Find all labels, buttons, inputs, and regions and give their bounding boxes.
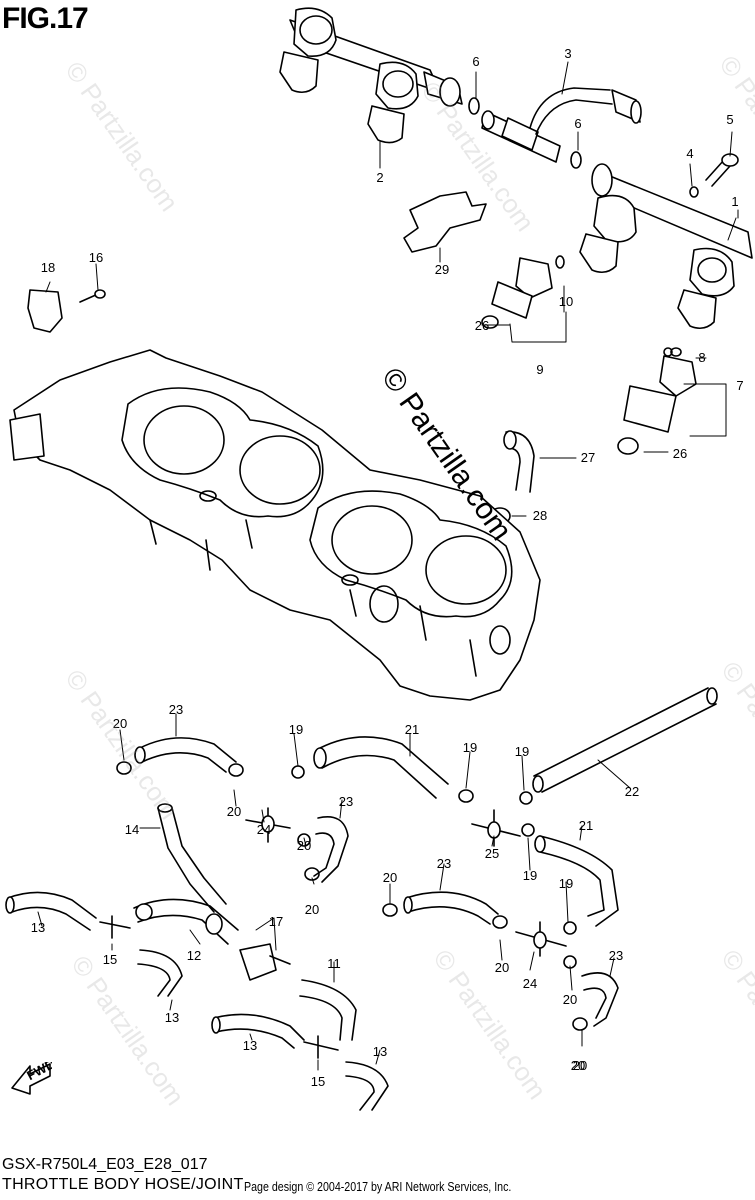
callout-27: 27 (581, 450, 595, 465)
callout-13: 13 (165, 1010, 179, 1025)
callout-23: 23 (609, 948, 623, 963)
o-ring-6-lower[interactable] (570, 151, 582, 169)
screw-16[interactable] (79, 289, 106, 303)
callout-20: 20 (563, 992, 577, 1007)
callout-8: 8 (698, 350, 705, 365)
hose-13-mid[interactable] (137, 949, 183, 997)
fuel-hose-3[interactable] (529, 87, 642, 135)
callout-19: 19 (559, 876, 573, 891)
joint-15-upper[interactable] (99, 915, 131, 939)
callout-18: 18 (41, 260, 55, 275)
callout-22: 22 (625, 784, 639, 799)
callout-19: 19 (515, 744, 529, 759)
callout-20: 20 (113, 716, 127, 731)
callout-15: 15 (103, 952, 117, 967)
bolt-5[interactable] (705, 153, 739, 187)
callout-10: 10 (559, 294, 573, 309)
hose-14[interactable] (157, 803, 227, 913)
callout-7: 7 (736, 378, 743, 393)
throttle-body[interactable] (9, 349, 541, 701)
callout-2: 2 (376, 170, 383, 185)
joint-25[interactable] (471, 809, 521, 847)
hose-23-right[interactable] (403, 891, 499, 925)
callout-17: 17 (269, 914, 283, 929)
hose-27[interactable] (503, 430, 535, 493)
hose-23-left[interactable] (134, 737, 237, 773)
hose-21-center[interactable] (313, 736, 449, 799)
model-code: GSX-R750L4_E03_E28_017 (2, 1156, 208, 1173)
callout-16: 16 (89, 250, 103, 265)
callout-20: 20 (297, 838, 311, 853)
callout-3: 3 (564, 46, 571, 61)
joint-24-left[interactable] (245, 807, 291, 843)
callout-20: 20 (571, 1058, 585, 1073)
callout-13: 13 (243, 1038, 257, 1053)
callout-23: 23 (437, 856, 451, 871)
joint-17[interactable] (239, 943, 291, 981)
hose-13-right[interactable] (345, 1061, 389, 1111)
callout-23: 23 (169, 702, 183, 717)
callout-20: 20 (383, 870, 397, 885)
callout-6: 6 (574, 116, 581, 131)
sensor-18[interactable] (27, 289, 63, 333)
fwd-text: FWD (24, 1062, 52, 1083)
fuel-joint[interactable] (481, 110, 561, 163)
hose-21-right[interactable] (534, 835, 619, 927)
callout-1: 1 (731, 194, 738, 209)
hose-11[interactable] (299, 979, 357, 1041)
callout-23: 23 (339, 794, 353, 809)
diagram-name: THROTTLE BODY HOSE/JOINT (2, 1176, 244, 1193)
fuel-rail-upper[interactable] (279, 7, 463, 144)
callout-20: 20 (305, 902, 319, 917)
callout-21: 21 (579, 818, 593, 833)
fuel-rail-lower[interactable] (579, 163, 753, 330)
hose-12[interactable] (133, 898, 239, 945)
hose-13-lower[interactable] (211, 1013, 305, 1049)
fwd-arrow-icon (11, 1063, 51, 1095)
callout-12: 12 (187, 948, 201, 963)
copyright: Page design © 2004-2017 by ARI Network S… (244, 1179, 512, 1194)
joint-24-right[interactable] (515, 921, 567, 957)
o-ring-6-upper[interactable] (468, 97, 480, 115)
callout-24: 24 (523, 976, 537, 991)
callout-14: 14 (125, 822, 139, 837)
callout-29: 29 (435, 262, 449, 277)
callout-11: 11 (327, 956, 341, 971)
hose-23-mid[interactable] (313, 816, 349, 883)
hose-23-far-right[interactable] (581, 972, 619, 1027)
clamp-29[interactable] (403, 191, 487, 253)
joint-15-lower[interactable] (303, 1035, 339, 1059)
hose-22[interactable] (532, 687, 718, 793)
callout-28: 28 (533, 508, 547, 523)
callout-15: 15 (311, 1074, 325, 1089)
callout-19: 19 (289, 722, 303, 737)
callout-20: 20 (495, 960, 509, 975)
injector-7[interactable] (617, 347, 697, 455)
callout-13: 13 (31, 920, 45, 935)
callout-19: 19 (523, 868, 537, 883)
callout-26: 26 (673, 446, 687, 461)
callout-5: 5 (726, 112, 733, 127)
callout-6: 6 (472, 54, 479, 69)
callout-24: 24 (257, 822, 271, 837)
callout-20: 20 (227, 804, 241, 819)
callout-21: 21 (405, 722, 419, 737)
figure-title: FIG.17 (2, 2, 89, 35)
callout-20: 20 (573, 1058, 587, 1073)
injector-9[interactable] (481, 255, 565, 329)
fwd-label: FWD (24, 1062, 52, 1083)
callout-26: 26 (475, 318, 489, 333)
hose-13-left[interactable] (5, 891, 97, 931)
callout-4: 4 (686, 146, 693, 161)
callout-19: 19 (463, 740, 477, 755)
callout-13: 13 (373, 1044, 387, 1059)
callout-25: 25 (485, 846, 499, 861)
washer-4[interactable] (689, 186, 699, 198)
callout-9: 9 (536, 362, 543, 377)
leader-lines (37, 61, 739, 1071)
